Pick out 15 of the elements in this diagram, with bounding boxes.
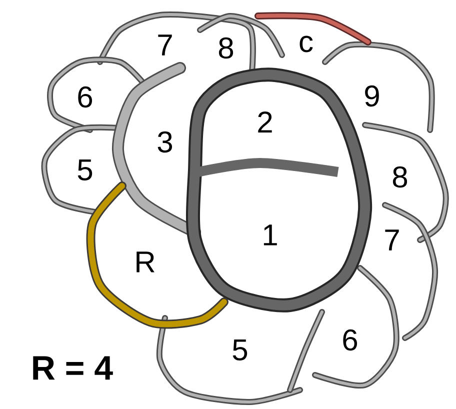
region-number: 6	[78, 86, 92, 108]
region-number: 5	[232, 340, 248, 360]
region-number: 8	[392, 166, 408, 188]
region-number: 6	[343, 329, 358, 351]
region-number: 9	[365, 85, 379, 107]
region-number: 8	[218, 37, 234, 59]
region-number: c	[300, 36, 313, 52]
region-number: 3	[158, 131, 172, 153]
region-number: 5	[78, 160, 92, 180]
region-number: 2	[258, 112, 272, 132]
region-number: 1	[264, 224, 277, 246]
region-number: 7	[158, 34, 172, 56]
region-number: R	[136, 252, 154, 272]
region-number: 7	[385, 230, 399, 250]
equation-label: R = 4	[33, 356, 113, 380]
